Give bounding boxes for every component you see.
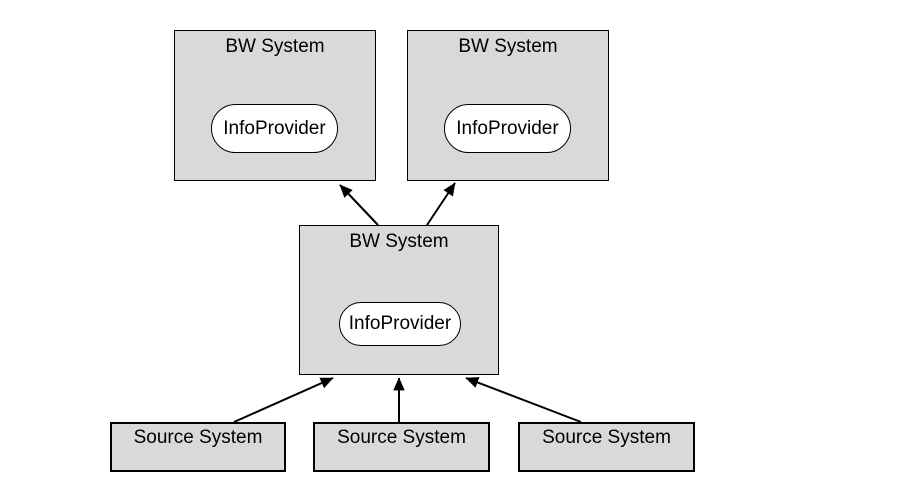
node-title: BW System <box>225 36 325 57</box>
pill-label: InfoProvider <box>348 313 452 334</box>
infoprovider-pill: InfoProvider <box>211 104 338 153</box>
pill-label: InfoProvider <box>456 117 559 139</box>
infoprovider-pill: InfoProvider <box>339 302 461 346</box>
node-title: Source System <box>542 427 671 448</box>
pill-label: InfoProvider <box>223 117 326 139</box>
node-source-system-left: Source System <box>110 422 286 472</box>
node-title: Source System <box>133 427 263 448</box>
node-source-system-right: Source System <box>518 422 695 472</box>
node-title: Source System <box>337 427 466 448</box>
node-source-system-center: Source System <box>313 422 490 472</box>
node-bw-system-center: BW System InfoProvider <box>299 225 499 375</box>
node-title: BW System <box>349 231 449 252</box>
node-title: BW System <box>458 36 558 57</box>
arrow-center-to-top-right <box>426 182 456 226</box>
arrow-center-to-top-left <box>339 184 379 226</box>
node-bw-system-top-right: BW System InfoProvider <box>407 30 609 181</box>
node-bw-system-top-left: BW System InfoProvider <box>174 30 376 181</box>
arrow-source-left-to-center <box>233 377 334 423</box>
arrow-source-right-to-center <box>465 377 582 423</box>
infoprovider-pill: InfoProvider <box>444 104 571 153</box>
